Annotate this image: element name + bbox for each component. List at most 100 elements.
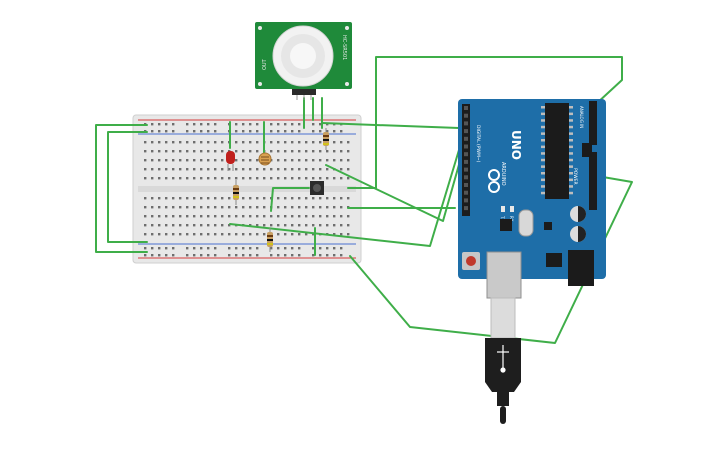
breadboard-hole (200, 206, 203, 209)
breadboard-hole (312, 150, 315, 153)
breadboard-hole (284, 247, 287, 250)
breadboard-hole (235, 233, 238, 236)
breadboard-hole (249, 206, 252, 209)
breadboard-hole (172, 168, 175, 171)
breadboard-hole (158, 168, 161, 171)
resistor-top-right (323, 128, 329, 150)
breadboard-hole (326, 123, 329, 126)
chip-leg (569, 125, 573, 129)
breadboard-hole (256, 224, 259, 227)
analog-label: ANALOG IN (579, 106, 584, 128)
breadboard-hole (277, 130, 280, 133)
breadboard-hole (144, 168, 147, 171)
breadboard-hole (214, 247, 217, 250)
chip-leg (541, 132, 545, 135)
breadboard-hole (319, 224, 322, 227)
breadboard-hole (179, 206, 182, 209)
arduino-sub-brand: ARDUINO (500, 162, 506, 186)
breadboard-hole (291, 130, 294, 133)
breadboard-hole (186, 141, 189, 144)
breadboard-hole (200, 224, 203, 227)
chip-leg (569, 178, 573, 182)
breadboard-hole (165, 168, 168, 171)
breadboard-hole (347, 197, 350, 200)
breadboard-hole (221, 215, 224, 218)
breadboard-hole (186, 150, 189, 153)
breadboard-hole (277, 141, 280, 144)
breadboard-hole (235, 141, 238, 144)
breadboard-hole (221, 168, 224, 171)
breadboard-hole (326, 168, 329, 171)
breadboard-hole (347, 215, 350, 218)
breadboard-hole (270, 123, 273, 126)
breadboard-hole (242, 254, 245, 257)
breadboard-hole (270, 168, 273, 171)
breadboard-hole (333, 197, 336, 200)
breadboard-hole (340, 224, 343, 227)
breadboard-hole (263, 233, 266, 236)
breadboard-hole (291, 141, 294, 144)
usb-port (486, 251, 522, 299)
breadboard-hole (333, 215, 336, 218)
chip-leg (569, 145, 573, 149)
breadboard-hole (256, 168, 259, 171)
breadboard-hole (242, 141, 245, 144)
breadboard-hole (235, 159, 238, 162)
breadboard-hole (347, 141, 350, 144)
breadboard-hole (312, 168, 315, 171)
breadboard-hole (158, 177, 161, 180)
breadboard-hole (312, 224, 315, 227)
breadboard-hole (305, 150, 308, 153)
breadboard-hole (312, 123, 315, 126)
wire-d-e (229, 139, 463, 247)
breadboard-hole (179, 150, 182, 153)
breadboard-hole (312, 197, 315, 200)
breadboard-hole (256, 123, 259, 126)
breadboard-hole (326, 159, 329, 162)
breadboard-hole (214, 206, 217, 209)
chip-leg (569, 165, 573, 168)
breadboard-hole (200, 197, 203, 200)
breadboard-hole (200, 177, 203, 180)
breadboard-hole (319, 141, 322, 144)
chip-leg (569, 139, 573, 142)
breadboard-hole (298, 247, 301, 250)
breadboard-hole (291, 168, 294, 171)
breadboard-hole (347, 233, 350, 236)
breadboard-hole (158, 197, 161, 200)
breadboard-hole (158, 215, 161, 218)
breadboard-hole (312, 130, 315, 133)
breadboard-hole (340, 197, 343, 200)
breadboard-hole (193, 159, 196, 162)
breadboard-hole (319, 159, 322, 162)
breadboard-hole (284, 141, 287, 144)
breadboard-hole (319, 247, 322, 250)
breadboard-hole (221, 150, 224, 153)
breadboard-hole (151, 150, 154, 153)
breadboard-hole (284, 224, 287, 227)
chip-leg (541, 139, 545, 142)
breadboard-hole (263, 177, 266, 180)
header-pin (464, 121, 468, 126)
breadboard-hole (158, 233, 161, 236)
breadboard-hole (340, 150, 343, 153)
breadboard-hole (200, 233, 203, 236)
breadboard-hole (214, 197, 217, 200)
breadboard-hole (228, 254, 231, 257)
chip-leg (569, 152, 573, 155)
wire-bottom-power (349, 175, 633, 344)
breadboard-channel (138, 186, 356, 192)
breadboard-hole (172, 247, 175, 250)
breadboard-hole (333, 130, 336, 133)
breadboard-hole (284, 168, 287, 171)
breadboard-hole (200, 150, 203, 153)
header-pin (464, 206, 468, 211)
breadboard-hole (298, 123, 301, 126)
breadboard-hole (242, 150, 245, 153)
pir-sensor: OUT HC-SR501 (255, 22, 352, 100)
breadboard-hole (214, 224, 217, 227)
breadboard-hole (277, 159, 280, 162)
dc-jack (568, 250, 594, 286)
breadboard-hole (186, 206, 189, 209)
breadboard-hole (242, 159, 245, 162)
